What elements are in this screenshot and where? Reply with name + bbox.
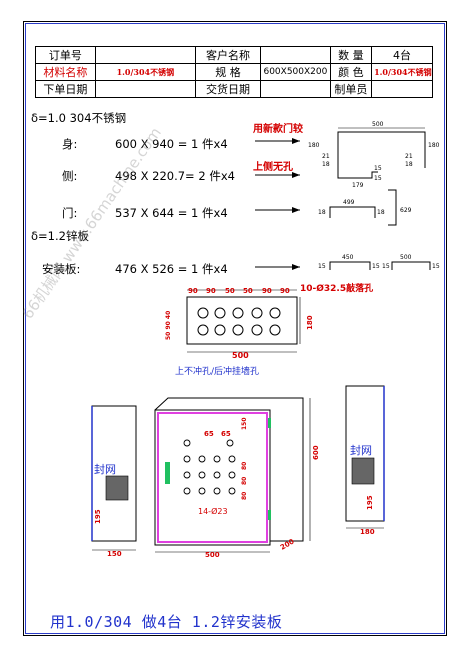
right-view-w: 180 xyxy=(360,528,375,536)
row-side-name: 侧: xyxy=(62,169,78,183)
body-profile xyxy=(337,127,426,168)
body-right-dim: 180 xyxy=(428,142,440,149)
plate-d: 500 xyxy=(400,254,412,261)
right-view xyxy=(345,385,385,529)
row-body-name: 身: xyxy=(62,137,78,151)
fv-depth: 200 xyxy=(279,537,296,551)
fv-width: 500 xyxy=(205,551,220,559)
hole-panel xyxy=(186,289,301,353)
section2-title: δ=1.2锌板 xyxy=(31,229,89,243)
outer-border xyxy=(23,21,447,636)
door-l: 18 xyxy=(318,209,326,216)
hp-callout: 10-Ø32.5敲落孔 xyxy=(300,282,373,294)
side-profile xyxy=(337,168,397,226)
door-top: 499 xyxy=(343,199,355,206)
hp-left-dims: 50 90 40 xyxy=(165,311,172,340)
spec-label: 规 格 xyxy=(194,63,262,81)
body-top-dim: 500 xyxy=(372,121,384,128)
hp-dim-4: 50 xyxy=(243,287,253,295)
row-plate-formula: 476 X 526 = 1 件x4 xyxy=(115,262,228,276)
maker-value xyxy=(371,80,433,98)
right-view-h: 195 xyxy=(366,495,374,510)
side-b: 15 xyxy=(374,175,382,182)
row-plate-name: 安装板: xyxy=(42,262,81,276)
row-side-note: 上侧无孔 xyxy=(253,162,293,173)
fv-rdim-2: 80 xyxy=(241,462,248,470)
door-profile xyxy=(329,206,376,218)
maker-label: 制单员 xyxy=(329,80,373,98)
plate-c: 15 xyxy=(372,263,380,270)
fv-dim-top-2: 65 xyxy=(221,430,231,438)
plate-profile xyxy=(329,261,431,270)
fv-height: 600 xyxy=(312,445,320,460)
front-view xyxy=(154,397,311,553)
left-view xyxy=(91,405,137,551)
color-label: 颜 色 xyxy=(329,63,373,81)
left-view-h: 195 xyxy=(94,509,102,524)
row-side-formula: 498 X 220.7= 2 件x4 xyxy=(115,169,235,183)
inner-border xyxy=(25,23,445,634)
material-label: 材料名称 xyxy=(35,63,96,81)
hp-width: 500 xyxy=(232,351,249,360)
hp-dim-1: 90 xyxy=(188,287,198,295)
body-left-dim: 180 xyxy=(308,142,320,149)
row-door-name: 门: xyxy=(62,206,78,220)
fv-dim-top-1: 65 xyxy=(204,430,214,438)
body-r21: 21 xyxy=(405,153,413,160)
body-r18: 18 xyxy=(405,161,413,168)
row-body-note: 用新款门较 xyxy=(253,124,303,135)
hp-dim-6: 90 xyxy=(280,287,290,295)
fv-rdim-3: 80 xyxy=(241,477,248,485)
plate-f: 15 xyxy=(432,263,440,270)
hp-dim-3: 50 xyxy=(225,287,235,295)
body-l21: 21 xyxy=(322,153,330,160)
quantity-value: 4台 xyxy=(371,46,433,64)
delivery-label: 交货日期 xyxy=(194,80,262,98)
plate-a: 450 xyxy=(342,254,354,261)
hp-dim-5: 90 xyxy=(262,287,272,295)
hp-dim-2: 90 xyxy=(206,287,216,295)
section1-title: δ=1.0 304不锈钢 xyxy=(31,111,127,125)
fv-rdim-1: 150 xyxy=(241,417,248,430)
row-body-formula: 600 X 940 = 1 件x4 xyxy=(115,137,228,151)
left-view-w: 150 xyxy=(107,550,122,558)
fv-rdim-4: 80 xyxy=(241,492,248,500)
footer-summary: 用1.0/304 做4台 1.2锌安装板 xyxy=(50,613,283,631)
plate-b: 15 xyxy=(318,263,326,270)
hp-height: 180 xyxy=(306,315,314,330)
order-date-label: 下单日期 xyxy=(35,80,96,98)
door-h: 629 xyxy=(400,207,412,214)
body-l18: 18 xyxy=(322,161,330,168)
right-view-label: 封网 xyxy=(350,443,372,457)
hp-caption: 上不冲孔/后冲挂墙孔 xyxy=(175,365,259,377)
row-door-formula: 537 X 644 = 1 件x4 xyxy=(115,206,228,220)
order-no-label: 订单号 xyxy=(35,46,96,64)
watermark: 66机械网 www.66machine.com xyxy=(19,124,165,322)
side-a: 179 xyxy=(352,182,364,189)
quantity-label: 数 量 xyxy=(329,46,373,64)
order-header-table: 订单号 客户名称 数 量 4台 材料名称 1.0/304不锈钢 规 格 600X… xyxy=(35,46,433,98)
plate-e: 15 xyxy=(382,263,390,270)
side-c: 15 xyxy=(374,165,382,172)
fv-holes-label: 14-Ø23 xyxy=(198,506,228,516)
left-view-label: 封网 xyxy=(94,462,116,476)
door-r: 18 xyxy=(377,209,385,216)
